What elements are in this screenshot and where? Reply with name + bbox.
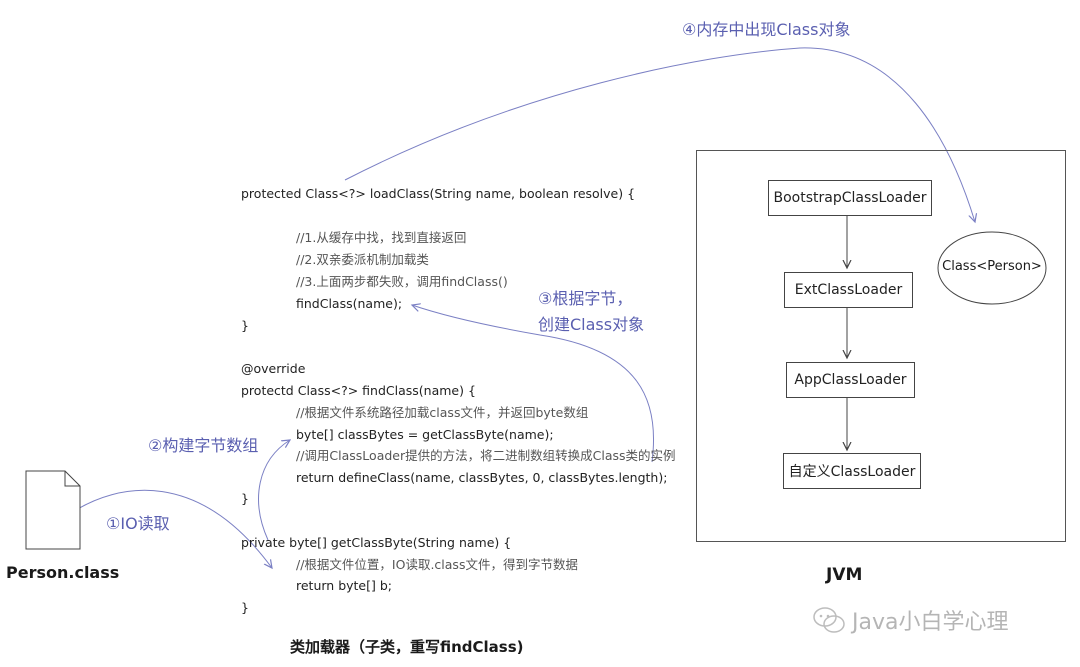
class-loader-caption: 类加载器（子类，重写findClass) [290,638,524,656]
class-object-ellipse [937,231,1047,305]
bootstrap-classloader-box: BootstrapClassLoader [768,180,932,216]
code-close-brace: } [241,600,249,615]
arrow-step2 [258,440,290,541]
code-comment-fallback: //3.上面两步都失败，调用findClass() [296,274,508,289]
code-return-bytes: return byte[] b; [296,578,392,593]
app-classloader-box: AppClassLoader [786,362,915,398]
ext-classloader-box: ExtClassLoader [784,272,913,308]
code-comment-load-file: //根据文件系统路径加载class文件，并返回byte数组 [296,405,589,420]
code-close-brace: } [241,491,249,506]
code-comment-parent-delegation: //2.双亲委派机制加载类 [296,252,429,267]
code-load-signature: protected Class<?> loadClass(String name… [241,186,636,201]
arrow-step4 [344,47,975,222]
code-override-annotation: @override [241,361,306,376]
arrow-step1 [67,489,272,568]
wechat-icon [813,607,845,633]
step1-label: ①IO读取 [106,514,170,533]
code-comment-cache: //1.从缓存中找，找到直接返回 [296,230,467,245]
code-close-brace: } [241,318,249,333]
jvm-container [696,150,1066,542]
step2-label: ②构建字节数组 [148,436,259,455]
class-object-label: Class<Person> [942,259,1042,274]
step3-label-line1: ③根据字节， [538,289,633,308]
arrow-step3 [412,305,655,463]
code-getclassbyte-signature: private byte[] getClassByte(String name)… [241,535,512,550]
step4-label: ④内存中出现Class对象 [682,20,851,39]
code-comment-defineclass: //调用ClassLoader提供的方法，将二进制数组转换成Class类的实例 [296,448,676,463]
code-findclass-call: findClass(name); [296,296,403,311]
file-icon [25,470,81,550]
code-findclass-signature: protectd Class<?> findClass(name) { [241,383,476,398]
watermark-text: Java小白学心理 [852,610,1009,635]
code-comment-io-read: //根据文件位置，IO读取.class文件，得到字节数据 [296,557,578,572]
code-classbytes-line: byte[] classBytes = getClassByte(name); [296,427,554,442]
jvm-label: JVM [826,565,863,585]
custom-classloader-box: 自定义ClassLoader [783,453,921,489]
code-return-defineclass: return defineClass(name, classBytes, 0, … [296,470,668,485]
person-class-label: Person.class [6,563,120,582]
step3-label-line2: 创建Class对象 [538,315,645,334]
